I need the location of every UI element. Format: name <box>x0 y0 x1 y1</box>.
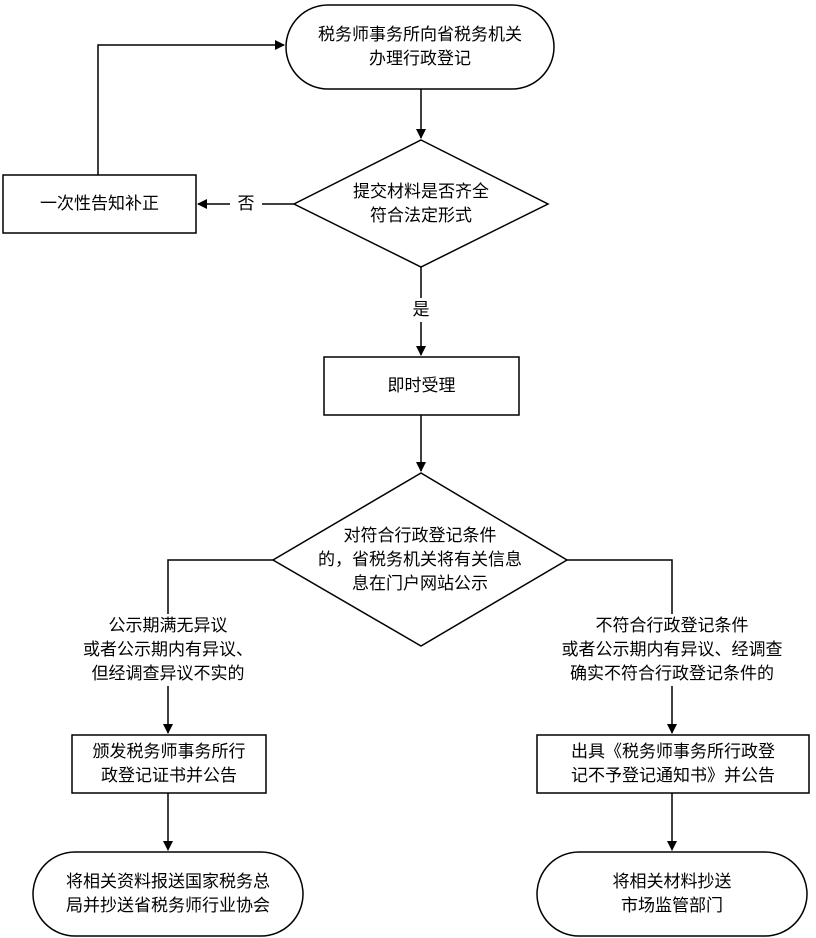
report-terminator <box>32 851 304 937</box>
accept-label: 即时受理 <box>387 376 456 396</box>
reject-box <box>536 734 810 794</box>
issue-box <box>71 734 267 794</box>
start-terminator <box>285 4 555 90</box>
publicize-label: 对符合行政登记条件的，省税务机关将有关信息息在门户网站公示 <box>318 526 522 594</box>
start-label: 税务师事务所向省税务机关办理行政登记 <box>318 25 522 69</box>
copy-terminator <box>536 851 808 937</box>
issue-label: 颁发税务师事务所行政登记证书并公告 <box>92 742 246 786</box>
copy-label: 将相关材料抄送市场监管部门 <box>612 872 732 916</box>
reject-label: 出具《税务师事务所行政登记不予登记通知书》并公告 <box>571 742 775 786</box>
edge-fail-label: 不符合行政登记条件或者公示期内有异议、经调查确实不符合行政登记条件的 <box>532 614 812 686</box>
correct-label: 一次性告知补正 <box>40 194 159 214</box>
edge-correct-back <box>97 40 285 175</box>
report-label: 将相关资料报送国家税务总局并抄送省税务师行业协会 <box>66 872 270 916</box>
edge-yes-label: 是 <box>405 298 437 322</box>
check-label: 提交材料是否齐全符合法定形式 <box>353 182 489 226</box>
correct-box <box>2 174 197 234</box>
publicize-decision <box>271 472 569 647</box>
edge-pass-label: 公示期满无异议或者公示期内有异议、但经调查异议不实的 <box>48 614 288 686</box>
edge-no-label: 否 <box>230 192 262 216</box>
